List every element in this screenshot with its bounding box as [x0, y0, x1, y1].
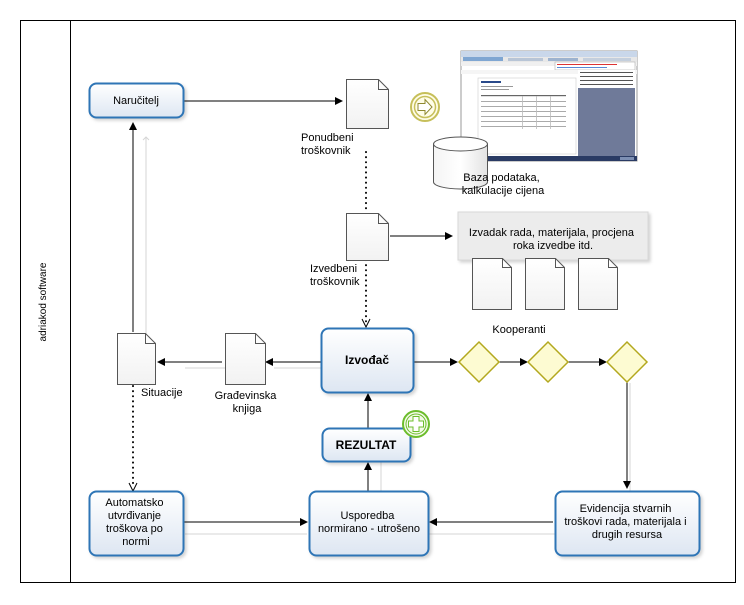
faint-flows — [142, 136, 631, 535]
document-ponudbeni-label: Ponudbeni troškovnik — [301, 132, 357, 157]
note-box — [457, 211, 649, 261]
document-gradevinska-label: Građevinska knjiga — [215, 390, 280, 415]
database-label: Baza podataka, kalkulacije cijena — [462, 172, 545, 197]
gateways-label: Kooperanti — [492, 324, 545, 336]
note-label: Izvadak rada, materijala, procjena roka … — [469, 227, 637, 252]
document-gradevinska[interactable] — [225, 333, 266, 385]
task-automatsko-label: Automatsko utvrđivanje troškova po normi — [105, 497, 166, 548]
task-rezultat[interactable] — [321, 427, 412, 463]
task-automatsko[interactable] — [88, 490, 185, 557]
task-izvodac-label: Izvođač — [345, 353, 389, 367]
document-ponudbeni[interactable] — [346, 79, 389, 129]
document-situacije[interactable] — [117, 333, 156, 385]
gateway-1[interactable] — [457, 340, 501, 384]
note-documents — [472, 258, 618, 310]
task-usporedba[interactable] — [308, 490, 430, 557]
note-document-2 — [525, 258, 565, 310]
note-document-3 — [578, 258, 618, 310]
document-situacije-label: Situacije — [141, 387, 183, 399]
gateway-2[interactable] — [526, 340, 570, 384]
database-icon[interactable] — [433, 136, 488, 190]
task-evidencija-label: Evidencija stvarnih troškovi rada, mater… — [564, 503, 689, 541]
note-document-1 — [472, 258, 512, 310]
task-rezultat-label: REZULTAT — [336, 438, 397, 452]
task-usporedba-label: Usporedba normirano - utrošeno — [318, 510, 420, 535]
task-narucitelj[interactable] — [88, 82, 185, 119]
sequence-flows — [129, 97, 631, 526]
associations — [132, 151, 367, 487]
link-event-icon[interactable] — [410, 92, 440, 122]
document-izvedbeni-label: Izvedbeni troškovnik — [310, 263, 360, 288]
gateway-3[interactable] — [605, 340, 649, 384]
task-evidencija[interactable] — [554, 490, 701, 557]
lane-label: adriakod software — [38, 262, 49, 341]
plus-event-icon[interactable] — [402, 410, 430, 438]
document-izvedbeni[interactable] — [346, 213, 389, 261]
task-narucitelj-label: Naručitelj — [113, 95, 159, 107]
app-screenshot — [460, 50, 638, 162]
task-izvodac[interactable] — [320, 327, 415, 394]
